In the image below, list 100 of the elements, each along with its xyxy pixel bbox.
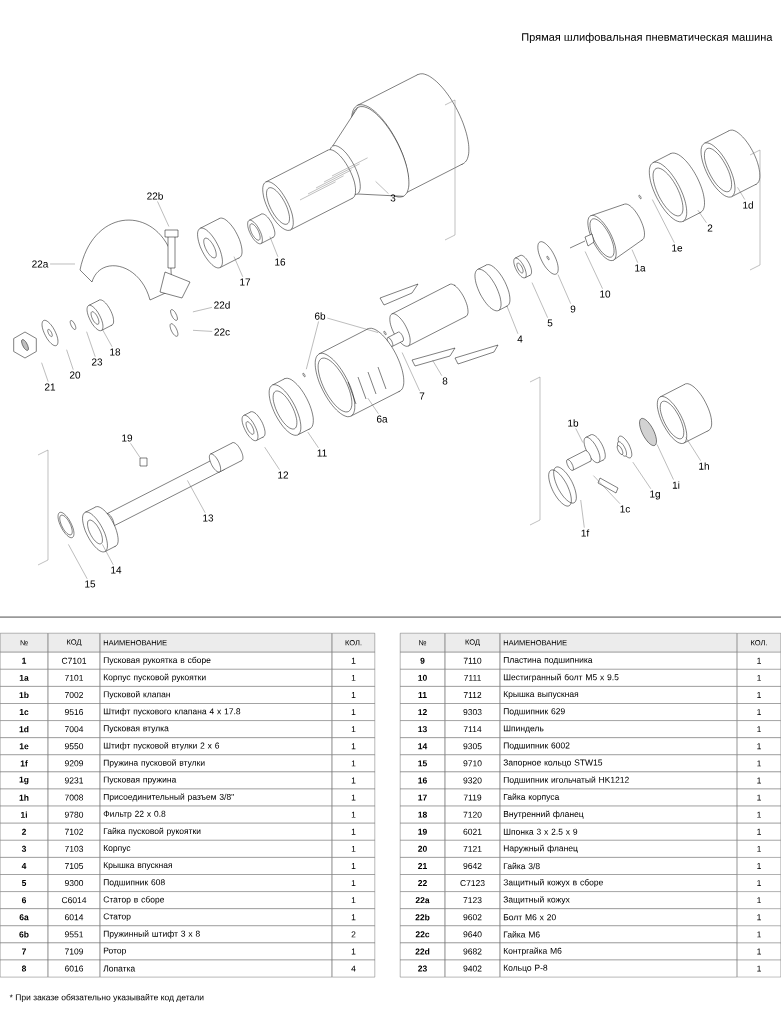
table-cell: 21	[400, 857, 445, 875]
table-cell: 1	[737, 891, 781, 909]
leader-line	[375, 181, 389, 194]
table-cell: 1	[737, 686, 781, 704]
leader-line	[580, 499, 585, 528]
table-cell: 1	[737, 737, 781, 755]
table-cell: 2	[0, 823, 48, 841]
table-cell: 1	[332, 686, 375, 704]
table-cell: 1	[737, 703, 781, 721]
leader-line	[531, 282, 548, 318]
table-cell: 22a	[400, 891, 445, 909]
leader-line	[557, 274, 571, 304]
table-cell: 9303	[445, 703, 500, 721]
callout-number: 22d	[214, 301, 230, 309]
table-cell: 1	[737, 840, 781, 858]
table-cell: 23	[400, 959, 445, 978]
leader-line	[187, 480, 206, 513]
table-cell: 14	[400, 737, 445, 755]
table-cell: 10	[400, 669, 445, 687]
table-cell: 9550	[48, 737, 100, 755]
callout-number: 10	[600, 290, 611, 298]
leader-line	[401, 352, 420, 391]
table-cell: C6014	[48, 891, 100, 909]
table-cell: 7110	[445, 652, 500, 670]
table-cell: 1	[737, 959, 781, 978]
table-cell: 9320	[445, 771, 500, 790]
table-cell: 1	[737, 874, 781, 892]
leader-line	[697, 209, 707, 223]
table-cell: 19	[400, 823, 445, 841]
callout-number: 6a	[376, 415, 388, 423]
leader-line	[631, 249, 638, 263]
footnote: * При заказе обязательно указывайте код детали	[9, 994, 204, 1003]
table-cell: 1	[0, 652, 48, 670]
table-cell: 4	[0, 857, 48, 875]
table-cell: 7105	[48, 857, 100, 875]
table-cell: 9640	[445, 925, 500, 944]
table-cell: 1f	[0, 754, 48, 773]
callout-number: 1g	[650, 490, 660, 500]
callout-number: 22a	[32, 260, 49, 268]
table-cell: 1d	[0, 720, 48, 738]
callout-number: 1b	[568, 419, 579, 427]
callout-number: 17	[240, 278, 251, 286]
leader-line	[432, 360, 443, 376]
leader-line	[269, 236, 279, 257]
leader-line	[192, 307, 213, 313]
table-cell: 9305	[445, 737, 500, 755]
table-cell: 9710	[445, 754, 500, 773]
callout-number: 15	[85, 580, 96, 588]
table-cell: 1c	[0, 703, 48, 721]
table-cell: 9402	[445, 959, 500, 978]
callout-number: 22b	[147, 192, 163, 200]
table-cell: 7111	[445, 669, 500, 687]
callout-number: 22c	[214, 328, 230, 336]
leader-line	[157, 201, 170, 227]
leader-line	[130, 443, 141, 458]
table-cell: 1	[332, 754, 375, 773]
table-cell: 1	[332, 891, 375, 909]
table-cell: 9551	[48, 925, 100, 944]
table-cell: 6014	[48, 908, 100, 926]
leader-line	[632, 461, 651, 489]
table-cell: 1g	[0, 771, 48, 790]
table-cell: 1	[737, 925, 781, 944]
table-cell: 4	[332, 959, 375, 978]
table-cell: 6b	[0, 925, 48, 944]
table-cell: 6a	[0, 908, 48, 926]
callout-number: 4	[517, 335, 523, 343]
table-cell: C7123	[445, 874, 500, 892]
leader-line	[68, 544, 88, 579]
leader-line	[102, 544, 114, 566]
table-cell: 7	[0, 942, 48, 961]
table-cell: C7101	[48, 652, 100, 670]
leader-line	[652, 199, 675, 243]
leader-line	[506, 305, 519, 334]
table-cell: 7123	[445, 891, 500, 909]
callout-number: 2	[707, 224, 713, 232]
callout-number: 3	[390, 194, 396, 202]
table-cell: 9682	[445, 942, 500, 961]
callout-number: 1f	[581, 529, 590, 537]
table-cell: 1	[332, 652, 375, 670]
leader-line	[685, 437, 701, 461]
table-cell: 1	[737, 805, 781, 824]
callout-number: 1h	[699, 462, 709, 470]
table-cell: 11	[400, 686, 445, 704]
leader-line	[49, 263, 76, 265]
table-cell: 7101	[48, 669, 100, 687]
callout-number: 8	[442, 377, 448, 385]
table-cell: 1	[332, 908, 375, 926]
table-cell: 1	[332, 942, 375, 961]
callout-number: 18	[110, 348, 121, 356]
callout-number: 1c	[620, 505, 631, 513]
leader-line	[593, 475, 621, 504]
leader-line	[307, 431, 319, 448]
table-cell: 20	[400, 840, 445, 858]
table-cell: 1	[737, 771, 781, 790]
table-cell: 7109	[48, 942, 100, 961]
table-cell: 1	[332, 805, 375, 824]
table-cell: 13	[400, 720, 445, 738]
leader-line	[86, 331, 96, 357]
table-cell: 1	[737, 942, 781, 961]
callout-number: 1d	[743, 201, 753, 209]
